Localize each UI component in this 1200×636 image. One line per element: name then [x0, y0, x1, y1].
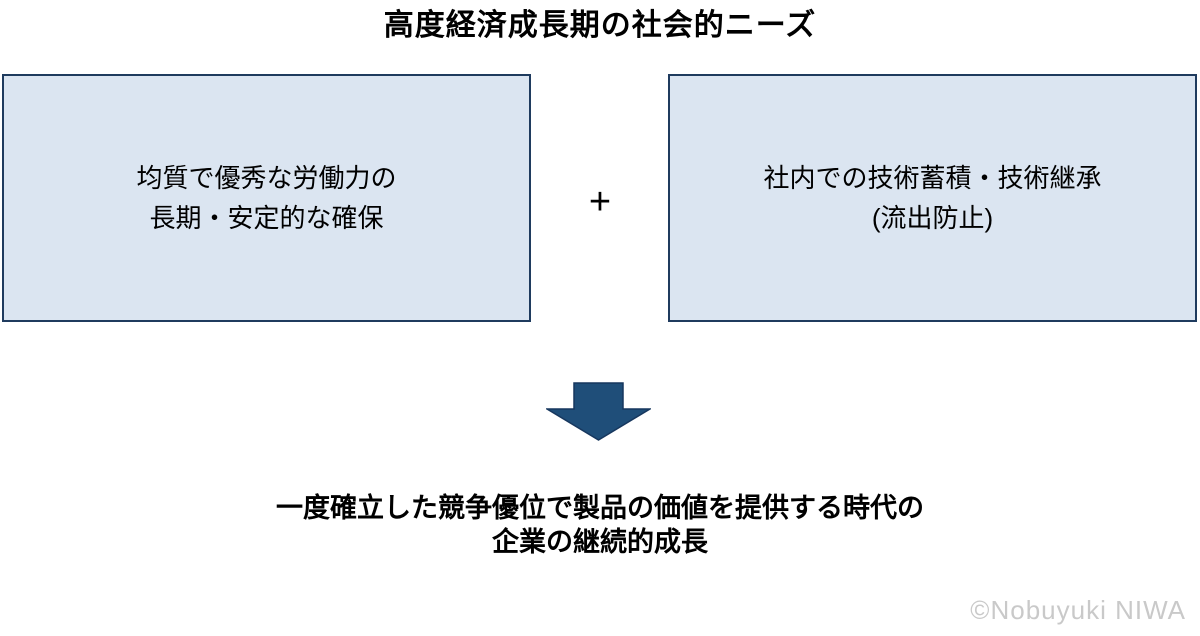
- right-need-box: 社内での技術蓄積・技術継承 (流出防止): [668, 74, 1197, 322]
- down-arrow-icon: [546, 382, 651, 441]
- right-need-box-line1: 社内での技術蓄積・技術継承: [763, 163, 1102, 193]
- plus-operator: +: [588, 181, 612, 223]
- left-need-box-line1: 均質で優秀な労働力の: [136, 163, 397, 193]
- left-need-box: 均質で優秀な労働力の 長期・安定的な確保: [2, 74, 531, 322]
- conclusion-text: 一度確立した競争優位で製品の価値を提供する時代の 企業の継続的成長: [0, 491, 1200, 559]
- page-title: 高度経済成長期の社会的ニーズ: [383, 9, 817, 42]
- conclusion-line1: 一度確立した競争優位で製品の価値を提供する時代の: [276, 493, 924, 523]
- left-need-box-line2: 長期・安定的な確保: [149, 203, 384, 233]
- copyright-watermark: ©Nobuyuki NIWA: [970, 595, 1186, 625]
- right-need-box-line2: (流出防止): [871, 203, 994, 233]
- conclusion-line2: 企業の継続的成長: [492, 527, 708, 557]
